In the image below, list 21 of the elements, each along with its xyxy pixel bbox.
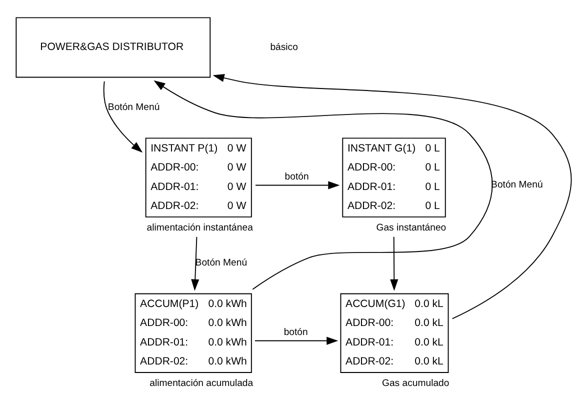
arrow	[212, 74, 572, 319]
node-box: ACCUM(G1) 0.0 kL ADDR-00: 0.0 kL ADDR-01: 0.0 kL ADDR-02: 0.0 kL	[340, 292, 449, 372]
node-box: INSTANT G(1) 0 L ADDR-00: 0 L ADDR-01: 0 L ADDR-02: 0 L	[342, 137, 446, 217]
node-label: Gas acumulado	[382, 377, 450, 388]
arrow	[191, 236, 200, 290]
arrow	[390, 236, 398, 290]
arrow	[255, 180, 340, 189]
edge-label: Botón Menú	[108, 101, 160, 112]
edge-label: botón	[284, 326, 308, 338]
node-box: INSTANT P(1) 0 W ADDR-00: 0 W ADDR-01: 0 W ADDR-02: 0 W	[145, 137, 252, 217]
node-box: POWER&GAS DISTRIBUTOR	[16, 16, 211, 78]
edge-label: botón	[284, 170, 309, 182]
arrow	[254, 336, 338, 344]
node-label: alimentación acumulada	[150, 377, 254, 388]
node-label: alimentación instantánea	[146, 222, 253, 233]
edge-label: Botón Menú	[195, 256, 248, 268]
arrow	[154, 80, 493, 290]
label: básico	[270, 41, 298, 52]
node-label: Gas instantáneo	[376, 222, 446, 233]
node-box: ACCUM(P1) 0.0 kWh ADDR-00: 0.0 kWh ADDR-01: 0.0 kWh ADDR-02: 0.0 kWh	[134, 292, 252, 372]
arrow	[103, 80, 143, 152]
